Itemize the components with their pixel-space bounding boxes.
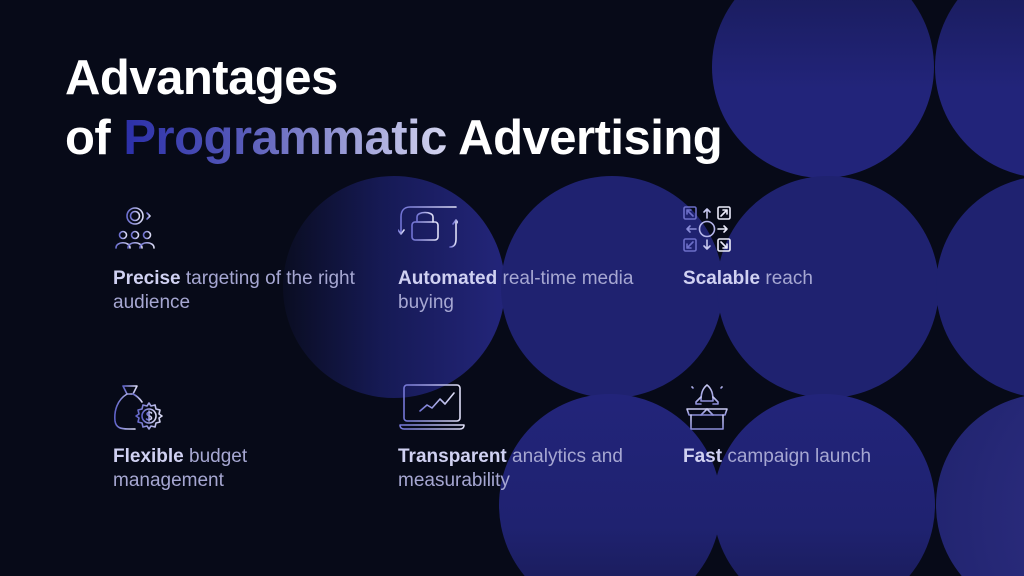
advantage-rest: real-time media buying: [398, 268, 634, 313]
decor-circle: [713, 394, 935, 576]
advantage-text: Scalable reach: [683, 267, 933, 291]
advantage-rest: targeting of the right audience: [113, 268, 355, 313]
advantage-text: Transparent analytics and measurability: [398, 445, 648, 493]
rocket-box-icon: [686, 384, 728, 430]
decor-circle: [717, 176, 939, 398]
money-bag-gear-icon: [114, 385, 163, 430]
scale-arrows-icon: [683, 206, 731, 252]
decor-circle: [712, 0, 934, 178]
advantage-text: Fast campaign launch: [683, 445, 933, 469]
title-line-2-prefix: of: [65, 111, 124, 165]
advantage-strong: Flexible: [113, 446, 184, 467]
advantage-card-budget: Flexible budget management: [113, 383, 363, 493]
decor-circle: [936, 176, 1024, 398]
advantage-card-scalable: Scalable reach: [683, 205, 933, 291]
advantage-text: Flexible budget management: [113, 445, 363, 493]
advantage-card-targeting: Precise targeting of the right audience: [113, 205, 363, 315]
advantage-card-automated: Automated real-time media buying: [398, 205, 648, 315]
advantage-strong: Precise: [113, 268, 181, 289]
decor-circle: [936, 394, 1024, 576]
advantage-rest: analytics and measurability: [398, 446, 623, 491]
advantage-strong: Automated: [398, 268, 498, 289]
advantage-card-launch: Fast campaign launch: [683, 383, 933, 469]
advantage-card-analytics: Transparent analytics and measurability: [398, 383, 648, 493]
decor-circle: [935, 0, 1024, 178]
advantage-strong: Scalable: [683, 268, 761, 289]
advantage-rest: campaign launch: [722, 446, 872, 467]
laptop-chart-icon: [399, 384, 465, 430]
advantage-strong: Fast: [683, 446, 723, 467]
decor-circle: [283, 176, 505, 398]
advantage-strong: Transparent: [398, 446, 507, 467]
title-line-2-suffix: Advertising: [446, 111, 723, 165]
page-title: Advantages of Programmatic Advertising: [65, 48, 723, 168]
advantage-rest: budget management: [113, 446, 248, 491]
cart-cycle-icon: [398, 206, 458, 248]
advantage-text: Precise targeting of the right audience: [113, 267, 363, 315]
decor-circle: [499, 394, 721, 576]
target-audience-icon: [115, 207, 155, 249]
title-line-1: Advantages: [65, 51, 338, 105]
title-accent-word: Programmatic: [123, 111, 447, 165]
advantage-text: Automated real-time media buying: [398, 267, 648, 315]
advantage-rest: reach: [760, 268, 813, 289]
decor-circle: [501, 176, 723, 398]
